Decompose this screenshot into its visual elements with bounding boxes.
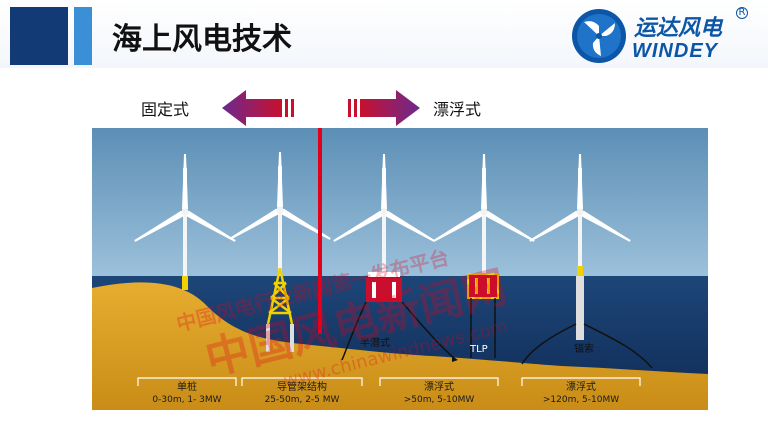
- category-name-floating-b: 漂浮式: [566, 380, 596, 393]
- category-range-monopile: 0-30m, 1- 3MW: [152, 395, 221, 405]
- turbine-jacket: [228, 152, 332, 352]
- floating-label: 漂浮式: [433, 100, 482, 119]
- header-bar: 海上风电技术 运达风电 WINDEY R: [0, 0, 768, 68]
- offshore-foundation-diagram: 半潜式 TLP 锚索 单桩 0-30m, 1- 3MW 导管架结构 25-50m…: [92, 128, 708, 410]
- arrow-right-icon: [348, 90, 420, 126]
- category-brackets: [137, 377, 641, 386]
- category-name-monopile: 单桩: [177, 380, 197, 393]
- category-range-floating-a: >50m, 5-10MW: [404, 395, 475, 405]
- turbine-monopile: [133, 154, 237, 290]
- turbine-semi-sub: [332, 154, 458, 362]
- sky: [92, 128, 708, 278]
- page-title: 海上风电技术: [112, 22, 292, 57]
- annotation-semi-sub: 半潜式: [360, 336, 390, 349]
- turbine-spar: [521, 154, 653, 369]
- category-range-jacket: 25-50m, 2-5 MW: [265, 395, 340, 405]
- annotation-tlp: TLP: [469, 344, 488, 355]
- registered-mark: R: [736, 7, 748, 19]
- brand-name-en: WINDEY: [632, 40, 718, 62]
- category-name-floating-a: 漂浮式: [424, 380, 454, 393]
- category-range-floating-b: >120m, 5-10MW: [543, 395, 619, 405]
- windey-logo-icon: [572, 9, 626, 63]
- brand-name-cn: 运达风电: [634, 16, 723, 41]
- header-accent-dark: [10, 7, 68, 65]
- category-name-jacket: 导管架结构: [277, 380, 327, 393]
- annotation-mooring: 锚索: [574, 342, 594, 355]
- fixed-label: 固定式: [141, 100, 190, 119]
- divider-line: [318, 128, 322, 334]
- header-accent-light: [74, 7, 92, 65]
- arrow-left-icon: [222, 90, 294, 126]
- turbine-tlp: [432, 154, 536, 358]
